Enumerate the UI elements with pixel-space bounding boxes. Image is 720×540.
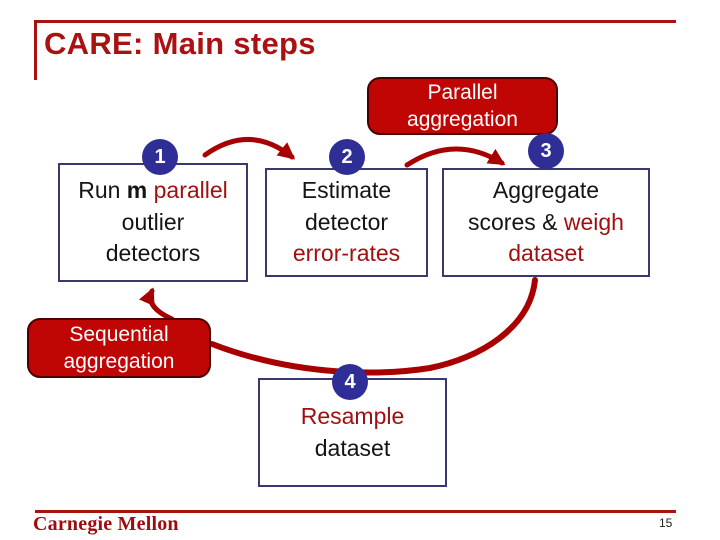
parallel-aggregation-label: Parallel aggregation bbox=[367, 77, 558, 135]
step2-box: Estimate detector error-rates bbox=[265, 168, 428, 277]
step3-line3: dataset bbox=[508, 240, 584, 267]
step4-number-badge: 4 bbox=[332, 364, 368, 400]
step2-line1: Estimate bbox=[301, 176, 392, 203]
step3-line1: Aggregate bbox=[492, 176, 600, 203]
arrow-step1-to-step2 bbox=[202, 137, 296, 160]
carnegie-mellon-logo: Carnegie Mellon bbox=[33, 513, 179, 535]
step3-weigh-text: weigh bbox=[563, 208, 624, 235]
step3-line2: scores & weigh bbox=[444, 207, 648, 239]
arrow-step3-to-sequential bbox=[209, 277, 538, 376]
step1-line1: Run m parallel bbox=[60, 175, 246, 207]
sequential-aggregation-label: Sequential aggregation bbox=[27, 318, 211, 378]
footer-rule bbox=[35, 510, 676, 513]
step3-scores-text: scores & bbox=[468, 208, 564, 235]
step2-line2: detector bbox=[304, 208, 389, 235]
step1-box: Run m parallel outlier detectors bbox=[58, 163, 248, 282]
title-left-rule bbox=[34, 20, 37, 80]
step1-line2: outlier bbox=[121, 208, 185, 235]
step3-number-badge: 3 bbox=[528, 133, 564, 169]
page-title: CARE: Main steps bbox=[44, 26, 316, 61]
arrow-step2-to-step3 bbox=[404, 146, 506, 168]
title-top-rule bbox=[34, 20, 676, 23]
arrow-sequential-to-step1 bbox=[138, 287, 175, 322]
step1-m-text: m bbox=[126, 176, 148, 203]
step2-number-badge: 2 bbox=[329, 139, 365, 175]
parallel-aggregation-text: Parallel aggregation bbox=[407, 80, 518, 131]
step4-line1: Resample bbox=[300, 402, 405, 429]
step1-number-badge: 1 bbox=[142, 139, 178, 175]
page-number: 15 bbox=[659, 516, 673, 530]
step2-line3: error-rates bbox=[292, 240, 401, 267]
step1-parallel-text: parallel bbox=[147, 176, 228, 203]
step3-box: Aggregate scores & weigh dataset bbox=[442, 168, 650, 277]
step1-run-text: Run bbox=[78, 176, 127, 203]
step4-line2: dataset bbox=[314, 434, 391, 461]
step1-line3: detectors bbox=[105, 240, 201, 267]
sequential-aggregation-text: Sequential aggregation bbox=[63, 322, 175, 373]
